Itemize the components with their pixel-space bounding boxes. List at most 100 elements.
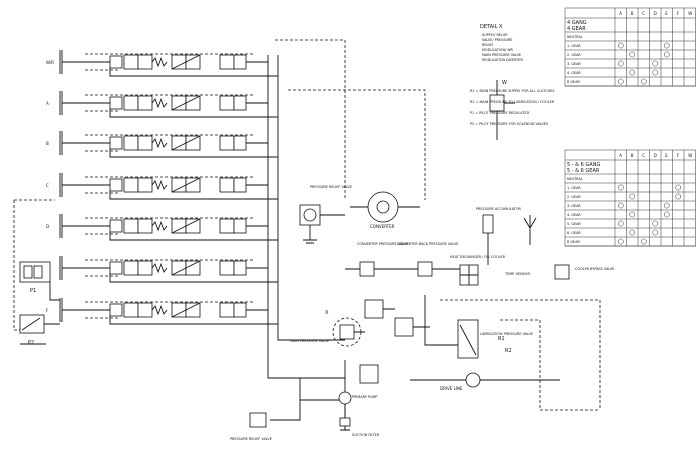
engaged-mark xyxy=(629,193,636,200)
supply-link xyxy=(109,102,278,118)
table-row-label: NEUTRAL xyxy=(567,177,583,181)
w-label: W xyxy=(502,80,507,86)
table-title: 4 GEAR xyxy=(567,26,586,32)
solenoid-valve xyxy=(219,218,235,234)
table-header-cell: C xyxy=(642,11,645,16)
table-row-label: 5. GEAR xyxy=(567,222,581,226)
proportional-valve-b xyxy=(137,177,153,193)
r1-label: R1 xyxy=(498,336,505,342)
relief-label: PRESSURE RELIEF VALVE xyxy=(310,185,352,189)
table-header-cell: F xyxy=(677,11,680,16)
spring-symbol xyxy=(151,220,168,232)
table-title: 5 - & 6 GANG xyxy=(567,162,600,168)
x-label: X xyxy=(325,310,329,316)
solenoid-valve-b xyxy=(233,177,247,193)
proportional-valve-b xyxy=(137,135,153,151)
relief-bottom-label: PRESSURE RELIEF VALVE xyxy=(230,437,272,441)
solenoid-valve xyxy=(219,54,235,70)
legend-item: R2 = MAIN PRESSURE TO LUBRICATION / COOL… xyxy=(470,100,555,104)
engaged-mark xyxy=(629,211,636,218)
solenoid-valve-b xyxy=(233,302,247,318)
converter: CONVERTER xyxy=(350,191,420,229)
supply-link xyxy=(109,225,278,241)
engaged-mark xyxy=(640,78,647,85)
temp-sensor-label: TEMP. SENSOR xyxy=(504,272,530,276)
pressure-valve-b xyxy=(185,95,201,111)
supply-link xyxy=(109,142,278,158)
solenoid-valve-b xyxy=(233,135,247,151)
pressure-valve xyxy=(171,95,187,111)
solenoid-valve xyxy=(219,135,235,151)
check-valve xyxy=(109,96,123,110)
check-valve xyxy=(109,219,123,233)
spring-symbol xyxy=(151,137,168,149)
engaged-mark xyxy=(663,202,670,209)
main-pressure-label: MAIN PRESSURE VALVE xyxy=(290,339,329,343)
table-header-cell: B xyxy=(631,153,634,158)
engaged-mark xyxy=(617,184,624,191)
table-header-cell: E xyxy=(665,11,668,16)
pilot-line xyxy=(85,301,255,319)
pressure-valve xyxy=(171,218,187,234)
pressure-valve-b xyxy=(185,54,201,70)
pressure-valve-b xyxy=(185,177,201,193)
engaged-mark xyxy=(675,184,682,191)
table-header-cell: C xyxy=(642,153,645,158)
engaged-mark xyxy=(629,229,636,236)
spring-symbol xyxy=(151,56,168,68)
pressure-valve-b xyxy=(185,218,201,234)
pilot-line xyxy=(85,176,255,194)
relief-gauge-block: PRESSURE RELIEF VALVE xyxy=(299,185,352,244)
supply-link xyxy=(109,267,278,283)
spring-symbol xyxy=(151,97,168,109)
table-title: 4 GANG xyxy=(567,20,587,26)
engaged-mark xyxy=(652,69,659,76)
pressure-valve xyxy=(171,177,187,193)
clutch-bracket xyxy=(59,214,63,238)
proportional-valve-b xyxy=(137,54,153,70)
proportional-valve-b xyxy=(137,302,153,318)
detail-line: MODULATION DIVERTER xyxy=(482,58,523,62)
clutch-bracket xyxy=(59,131,63,155)
pump-label: PRIMARY PUMP xyxy=(352,395,377,399)
pilot-line xyxy=(85,94,255,112)
pressure-valve xyxy=(171,54,187,70)
proportional-valve xyxy=(123,218,139,234)
proportional-valve xyxy=(123,95,139,111)
spring-symbol xyxy=(151,179,168,191)
p1-label: P1 xyxy=(30,288,36,294)
table-row-label: NEUTRAL xyxy=(567,35,583,39)
table-row-label: 6. GEAR xyxy=(567,231,581,235)
clutch-bracket xyxy=(59,298,63,322)
clutch-bracket xyxy=(59,256,63,280)
engaged-mark xyxy=(617,202,624,209)
supply-link xyxy=(109,184,278,200)
table-header-cell: D xyxy=(654,11,657,16)
detail-line: MAIN PRESSURE VALVE xyxy=(482,53,521,57)
table-row-label: 2. GEAR xyxy=(567,195,581,199)
detail-x-valves: X MAIN PRESSURE VALVE xyxy=(290,299,430,347)
pressure-valve-b xyxy=(185,135,201,151)
engaged-mark xyxy=(663,51,670,58)
table-row-label: R GEAR xyxy=(567,240,581,244)
clutch-row-1: A xyxy=(46,91,278,118)
pilot-line xyxy=(85,134,255,152)
engaged-mark xyxy=(617,220,624,227)
detail-line: MODULATION/ WR xyxy=(482,48,514,52)
pilot-circuit: P1 P2 xyxy=(13,199,60,346)
pilot-line xyxy=(85,217,255,235)
check-valve xyxy=(109,178,123,192)
spring-symbol xyxy=(151,262,168,274)
clutch-row-6: F xyxy=(46,298,278,325)
engaged-mark xyxy=(617,60,624,67)
clutch-row-0: W/R xyxy=(46,50,278,77)
solenoid-valve xyxy=(219,177,235,193)
proportional-valve xyxy=(123,54,139,70)
check-valve xyxy=(109,136,123,150)
detail-line: VALVE/ PRESSURE xyxy=(482,38,512,42)
